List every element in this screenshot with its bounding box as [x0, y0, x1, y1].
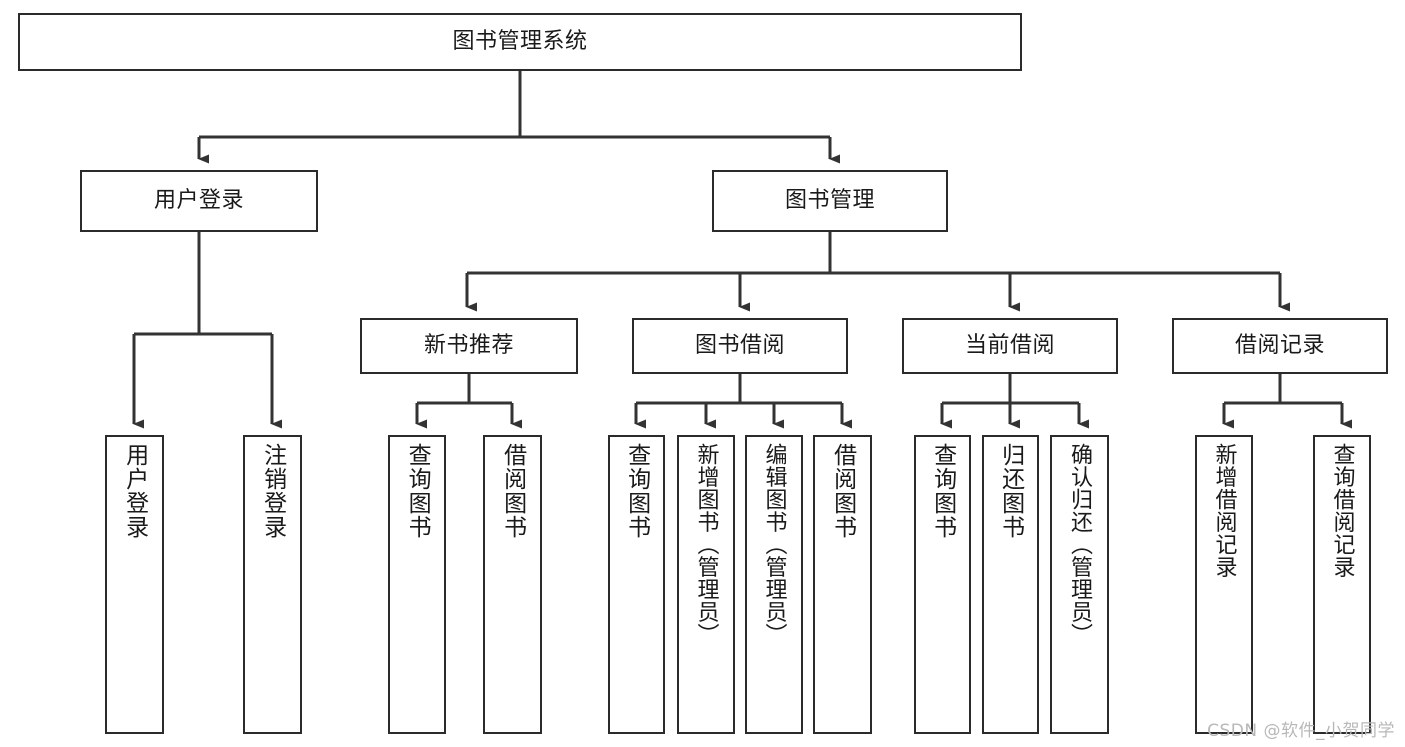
node-label: 查询图书	[623, 443, 650, 539]
node-leaf-edit-book-admin[interactable]: 编辑图书（管理员）	[745, 435, 803, 734]
node-label: 借阅记录	[1234, 333, 1325, 359]
node-leaf-query-book-borrow[interactable]: 查询图书	[608, 435, 665, 734]
node-leaf-add-borrow-record[interactable]: 新增借阅记录	[1195, 435, 1253, 734]
node-leaf-user-login[interactable]: 用户登录	[105, 435, 164, 734]
node-label: 用户登录	[121, 443, 148, 539]
node-book-borrow[interactable]: 图书借阅	[632, 318, 848, 374]
node-label: 图书管理系统	[452, 29, 588, 55]
node-leaf-return-book[interactable]: 归还图书	[982, 435, 1039, 734]
node-label: 当前借阅	[964, 333, 1055, 359]
node-label: 编辑图书（管理员）	[761, 443, 787, 646]
node-label: 归还图书	[997, 443, 1024, 539]
node-leaf-user-logout[interactable]: 注销登录	[243, 435, 302, 734]
node-label: 注销登录	[259, 443, 286, 539]
node-label: 图书借阅	[694, 333, 785, 359]
node-borrow-record[interactable]: 借阅记录	[1172, 318, 1388, 374]
node-leaf-confirm-return-admin[interactable]: 确认归还（管理员）	[1050, 435, 1109, 734]
node-leaf-borrow-book-borrow[interactable]: 借阅图书	[813, 435, 872, 734]
node-label: 图书管理	[784, 188, 875, 214]
node-user-login[interactable]: 用户登录	[80, 170, 318, 232]
node-label: 用户登录	[153, 188, 244, 214]
node-book-manage[interactable]: 图书管理	[712, 170, 948, 232]
node-label: 查询图书	[929, 443, 956, 539]
node-new-book-recommend[interactable]: 新书推荐	[360, 318, 578, 374]
node-book-management-system[interactable]: 图书管理系统	[18, 13, 1022, 71]
node-leaf-query-borrow-record[interactable]: 查询借阅记录	[1313, 435, 1371, 734]
node-label: 借阅图书	[829, 443, 856, 539]
node-label: 新书推荐	[423, 333, 514, 359]
node-current-borrow[interactable]: 当前借阅	[902, 318, 1118, 374]
node-leaf-borrow-book-recommend[interactable]: 借阅图书	[483, 435, 542, 734]
node-label: 借阅图书	[499, 443, 526, 539]
node-label: 确认归还（管理员）	[1067, 443, 1093, 646]
node-label: 查询借阅记录	[1329, 443, 1355, 578]
node-label: 新增图书（管理员）	[693, 443, 719, 646]
node-label: 新增借阅记录	[1211, 443, 1237, 578]
node-leaf-query-book-current[interactable]: 查询图书	[914, 435, 971, 734]
node-leaf-query-book-recommend[interactable]: 查询图书	[388, 435, 446, 734]
node-leaf-add-book-admin[interactable]: 新增图书（管理员）	[677, 435, 735, 734]
node-label: 查询图书	[404, 443, 431, 539]
